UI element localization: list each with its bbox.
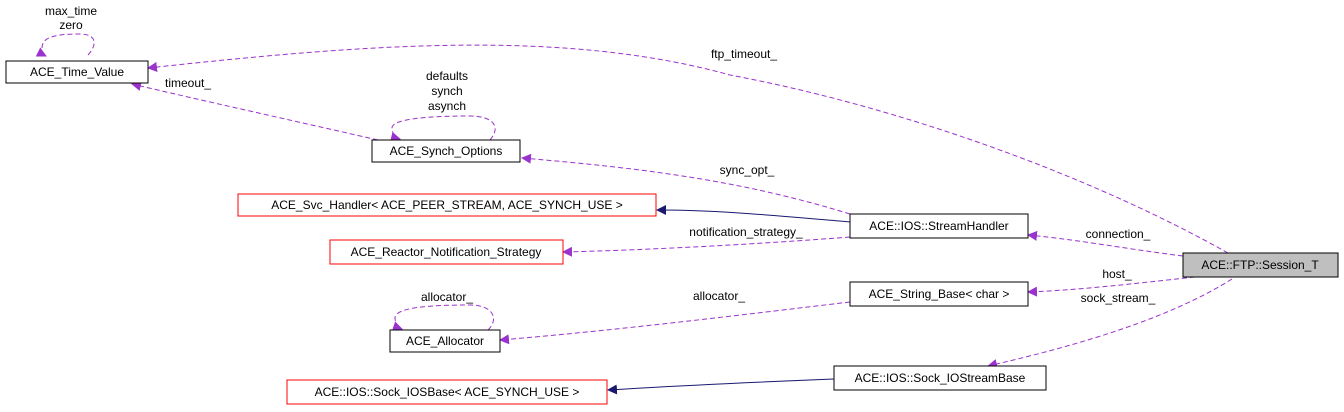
edge-allocator-self (391, 304, 494, 331)
label-sync-opt: sync_opt_ (720, 163, 775, 177)
edge-labels: max_time zero ftp_timeout_ timeout_ defa… (45, 4, 1156, 305)
label-notification-strategy: notification_strategy_ (689, 225, 803, 239)
node-label: ACE_Svc_Handler< ACE_PEER_STREAM, ACE_SY… (271, 198, 622, 212)
label-max-time: max_time (45, 4, 97, 18)
node-reactor-notification-strategy[interactable]: ACE_Reactor_Notification_Strategy (329, 239, 564, 265)
node-sock-iostreambase[interactable]: ACE::IOS::Sock_IOStreamBase (833, 365, 1047, 391)
label-host: host_ (1102, 267, 1132, 281)
edge-inherit-svc-handler (656, 205, 851, 223)
node-label: ACE_Time_Value (30, 65, 124, 79)
node-label: ACE::IOS::Sock_IOSBase< ACE_SYNCH_USE > (315, 385, 580, 399)
node-allocator[interactable]: ACE_Allocator (389, 329, 501, 353)
edge-notification-strategy (562, 236, 851, 257)
label-asynch: asynch (428, 99, 466, 113)
label-synch: synch (431, 84, 462, 98)
node-label: ACE_String_Base< char > (869, 287, 1010, 301)
edge-connection (1027, 230, 1184, 257)
node-label: ACE_Synch_Options (390, 144, 503, 158)
edge-timeout (131, 81, 379, 141)
edge-host (1027, 276, 1196, 297)
node-label: ACE::FTP::Session_T (1201, 258, 1319, 272)
label-timeout: timeout_ (165, 76, 211, 90)
edges (35, 33, 1233, 395)
edge-synch-options-self (390, 115, 496, 142)
node-synch-options[interactable]: ACE_Synch_Options (371, 139, 521, 163)
label-defaults: defaults (426, 69, 468, 83)
label-connection: connection_ (1086, 227, 1151, 241)
node-time-value[interactable]: ACE_Time_Value (5, 60, 149, 84)
label-ftp-timeout: ftp_timeout_ (711, 47, 777, 61)
node-session-focus[interactable]: ACE::FTP::Session_T (1182, 252, 1339, 278)
node-label: ACE_Reactor_Notification_Strategy (351, 245, 542, 259)
edge-allocator (499, 301, 851, 345)
node-svc-handler[interactable]: ACE_Svc_Handler< ACE_PEER_STREAM, ACE_SY… (237, 193, 657, 217)
label-allocator-self: allocator_ (421, 290, 473, 304)
label-zero: zero (59, 18, 83, 32)
node-sock-iosbase[interactable]: ACE::IOS::Sock_IOSBase< ACE_SYNCH_USE > (286, 379, 608, 405)
node-label: ACE_Allocator (406, 334, 484, 348)
label-allocator: allocator_ (693, 289, 745, 303)
node-string-base[interactable]: ACE_String_Base< char > (849, 281, 1029, 307)
node-stream-handler[interactable]: ACE::IOS::StreamHandler (849, 213, 1029, 239)
edge-inherit-sock-iosbase (607, 378, 835, 395)
edge-sock-stream (987, 278, 1233, 369)
edge-sync-opt (521, 153, 851, 215)
label-sock-stream: sock_stream_ (1081, 291, 1156, 305)
edge-time-value-self (35, 33, 95, 57)
edge-ftp-timeout (147, 44, 1229, 254)
node-label: ACE::IOS::StreamHandler (869, 219, 1008, 233)
node-label: ACE::IOS::Sock_IOStreamBase (855, 371, 1026, 385)
